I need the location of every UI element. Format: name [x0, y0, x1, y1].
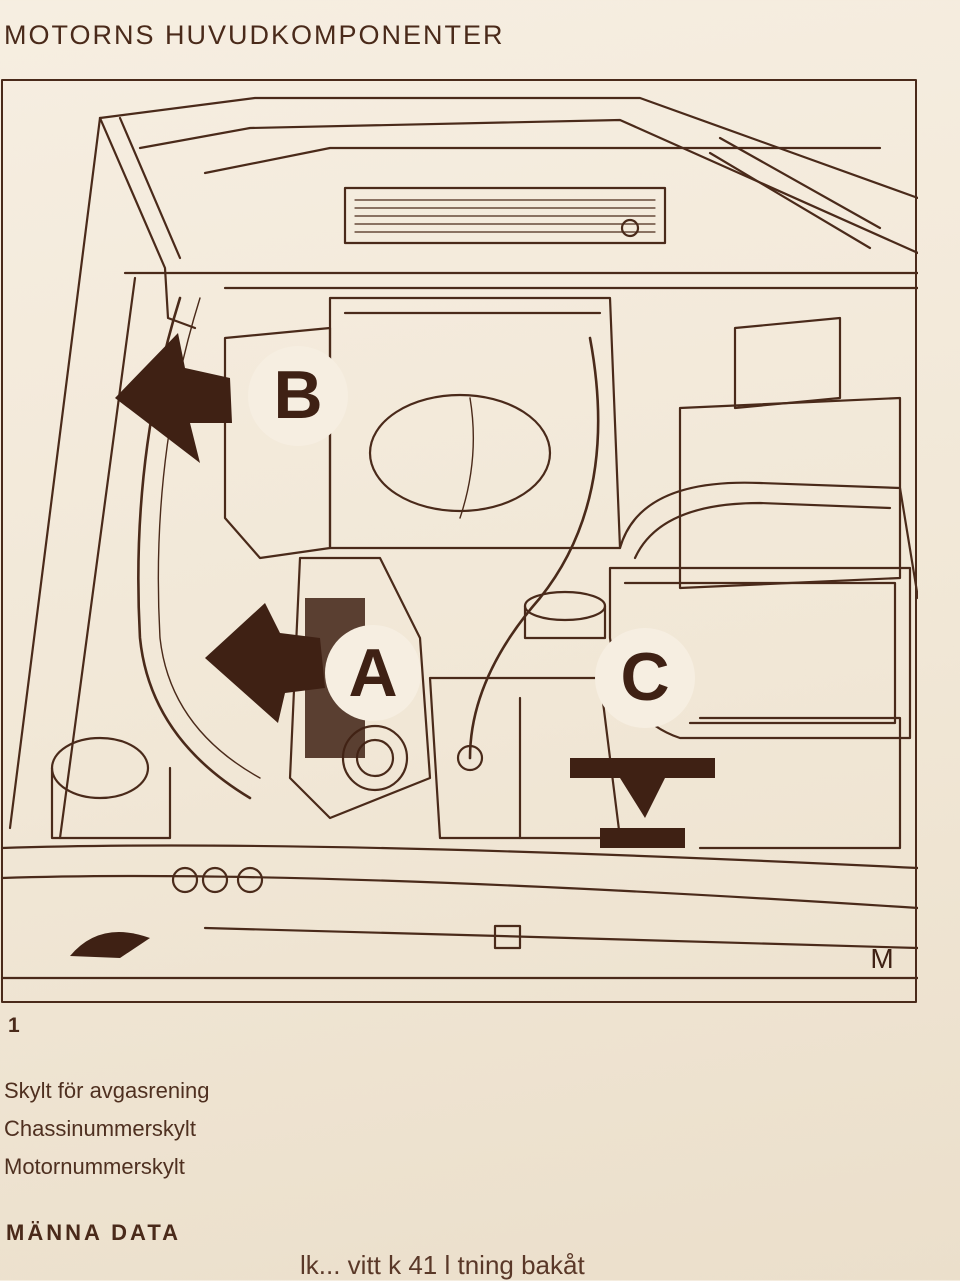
label-b: B	[273, 357, 322, 433]
label-c: C	[620, 639, 669, 715]
artist-signature: M	[870, 943, 893, 974]
legend-item-c: Motornummerskylt	[4, 1154, 185, 1179]
section-heading: MÄNNA DATA	[6, 1220, 182, 1245]
page-title: MOTORNS HUVUDKOMPONENTER	[4, 20, 505, 51]
label-a: A	[348, 635, 397, 711]
legend-item-a: Skylt för avgasrening	[4, 1078, 210, 1103]
engine-bay-illustration: B A C M	[0, 78, 918, 1004]
figure-number: 1	[8, 1014, 20, 1037]
legend-item-b: Chassinummerskylt	[4, 1116, 196, 1141]
figure-legend: Skylt för avgasrening Chassinummerskylt …	[4, 1072, 209, 1186]
cut-off-text: lk... vitt k 41 l tning bakåt	[300, 1250, 585, 1280]
